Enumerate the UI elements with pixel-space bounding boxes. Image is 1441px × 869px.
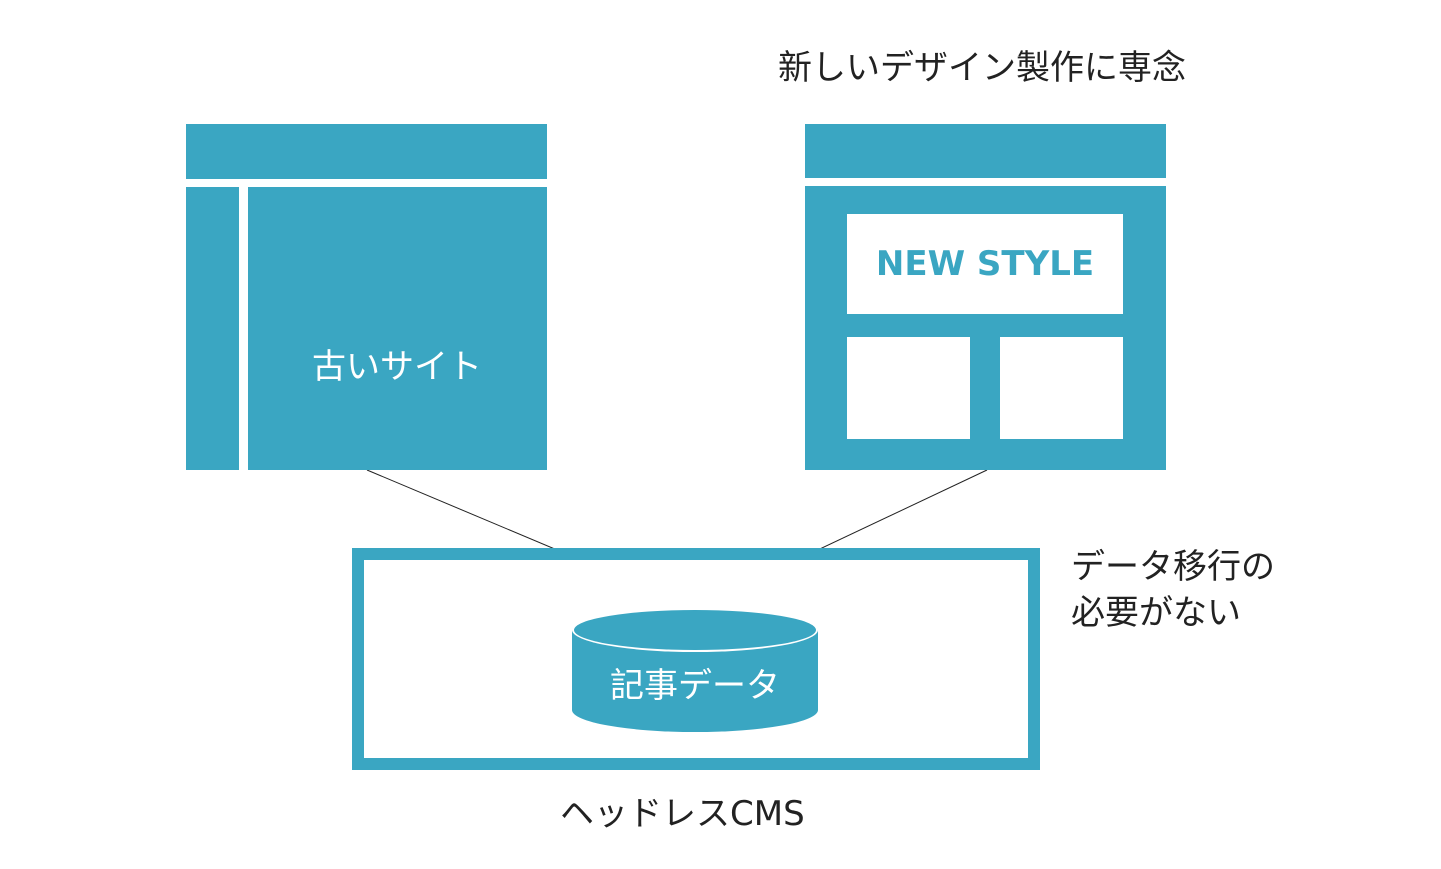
old-site-window: 古いサイト	[186, 124, 547, 470]
no-migration-note-line1: データ移行の	[1071, 547, 1275, 587]
old-site-header-bar	[186, 124, 547, 179]
new-site-card-left	[847, 337, 970, 439]
old-site-header-divider	[186, 179, 547, 187]
new-style-label: NEW STYLE	[875, 244, 1095, 284]
headless-cms-caption: ヘッドレスCMS	[560, 794, 805, 834]
old-site-content-area: 古いサイト	[248, 187, 547, 470]
old-site-sidebar-divider	[239, 187, 248, 470]
new-site-header-divider	[805, 178, 1166, 186]
database-label: 記事データ	[610, 666, 780, 706]
no-migration-note-line2: 必要がない	[1071, 593, 1241, 633]
new-style-banner: NEW STYLE	[847, 214, 1123, 314]
database-body	[572, 630, 818, 732]
database-top	[574, 610, 816, 650]
new-site-card-right	[1000, 337, 1123, 439]
new-site-window: NEW STYLE	[805, 124, 1166, 470]
new-design-caption: 新しいデザイン製作に専念	[778, 48, 1186, 88]
old-site-sidebar	[186, 187, 239, 470]
old-site-label: 古いサイト	[312, 347, 482, 387]
